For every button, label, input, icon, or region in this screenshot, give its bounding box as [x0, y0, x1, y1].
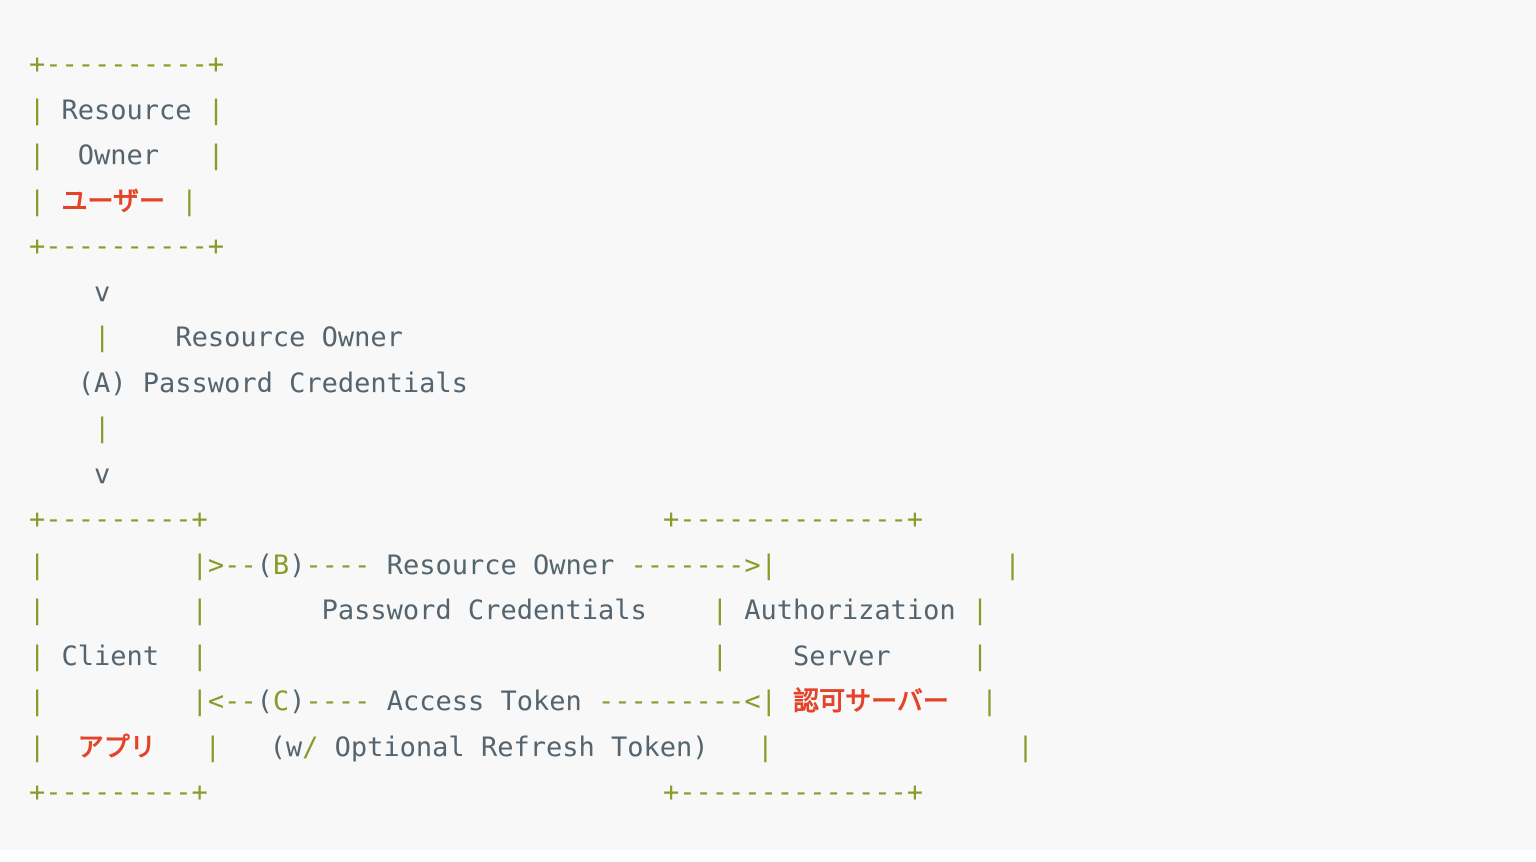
box-drawing-token: +---------+	[29, 777, 208, 808]
text-token: Resource Owner	[110, 322, 403, 353]
box-drawing-token: |	[29, 731, 46, 763]
ascii-diagram-line: | Owner |	[0, 133, 1536, 179]
box-drawing-token: |	[191, 595, 208, 626]
box-drawing-token: ---------<|	[598, 686, 777, 717]
ascii-diagram-line: | アプリ | (w/ Optional Refresh Token) | |	[0, 725, 1536, 771]
japanese-annotation: 認可サーバー	[793, 687, 949, 717]
box-drawing-token: B	[272, 549, 290, 581]
ascii-diagram-line: | ユーザー |	[0, 179, 1536, 225]
text-token	[29, 413, 94, 444]
text-token: Server	[728, 640, 972, 672]
text-token: Resource	[45, 94, 208, 126]
ascii-diagram-line: |	[0, 406, 1536, 452]
text-token	[45, 186, 61, 217]
box-drawing-token: |	[204, 731, 221, 763]
text-token: v	[29, 276, 111, 308]
text-token	[45, 686, 191, 717]
ascii-diagram-line: | Resource Owner	[0, 315, 1536, 361]
japanese-annotation: ユーザー	[61, 186, 166, 217]
ascii-diagram-line: v	[0, 452, 1536, 498]
text-token	[208, 777, 663, 808]
text-token: Owner	[45, 140, 208, 171]
ascii-diagram-line: | |<--(C)---- Access Token ---------<| 認…	[0, 679, 1536, 725]
ascii-diagram-line: +---------+ +--------------+	[0, 497, 1536, 543]
text-token	[208, 504, 663, 535]
ascii-diagram-line: (A) Password Credentials	[0, 361, 1536, 407]
ascii-diagram-line: +---------+ +--------------+	[0, 770, 1536, 816]
box-drawing-token: |	[94, 413, 111, 444]
box-drawing-token: |	[29, 185, 46, 217]
box-drawing-token: +----------+	[29, 49, 225, 80]
text-token	[45, 732, 78, 763]
box-drawing-token: +--------------+	[662, 504, 924, 535]
box-drawing-token: ----	[305, 686, 371, 717]
text-token: )	[289, 686, 306, 717]
box-drawing-token: +--------------+	[662, 777, 924, 808]
text-token	[949, 686, 982, 717]
box-drawing-token: |>--	[191, 549, 257, 581]
ascii-diagram-line: | Client | | Server |	[0, 634, 1536, 680]
text-token: Authorization	[728, 595, 972, 626]
box-drawing-token: +----------+	[29, 231, 225, 262]
ascii-diagram-line: | Resource |	[0, 88, 1536, 134]
box-drawing-token: |	[181, 185, 198, 217]
box-drawing-token: |	[29, 549, 46, 581]
text-token: (w	[220, 731, 303, 763]
text-token	[45, 595, 191, 626]
box-drawing-token: |	[1017, 731, 1034, 763]
box-drawing-token: |	[29, 686, 46, 717]
box-drawing-token: |	[711, 595, 729, 626]
text-token: Access Token	[370, 686, 599, 717]
box-drawing-token: |	[971, 595, 989, 626]
box-drawing-token: |	[207, 94, 225, 126]
text-token	[774, 732, 1018, 763]
box-drawing-token: |	[29, 140, 46, 171]
text-token: (	[256, 549, 273, 581]
text-token	[208, 641, 712, 672]
box-drawing-token: |	[757, 731, 774, 763]
ascii-diagram-line: +----------+	[0, 42, 1536, 88]
ascii-diagram-line: | |>--(B)---- Resource Owner ------->| |	[0, 543, 1536, 589]
box-drawing-token: ----	[305, 549, 371, 581]
box-drawing-token: |	[191, 640, 208, 672]
japanese-annotation: アプリ	[77, 732, 156, 763]
box-drawing-token: |	[29, 640, 46, 672]
box-drawing-token: /	[302, 731, 319, 763]
ascii-diagram-line: v	[0, 270, 1536, 316]
ascii-diagram-line: +----------+	[0, 224, 1536, 270]
text-token	[777, 686, 793, 717]
box-drawing-token: ------->|	[630, 549, 777, 581]
text-token: (	[256, 686, 273, 717]
text-token: Password Credentials	[207, 595, 712, 626]
ascii-diagram-line: | | Password Credentials | Authorization…	[0, 588, 1536, 634]
box-drawing-token: |	[1004, 549, 1021, 581]
text-token	[165, 186, 181, 217]
box-drawing-token: |	[29, 94, 46, 126]
box-drawing-token: |	[94, 322, 111, 353]
text-token: Client	[45, 640, 192, 672]
text-token: )	[289, 549, 306, 581]
text-token	[777, 550, 1005, 581]
text-token	[45, 550, 191, 581]
text-token: Resource Owner	[370, 549, 631, 581]
ascii-diagram-lines: +----------+| Resource || Owner || ユーザー …	[0, 42, 1536, 816]
text-token: Optional Refresh Token)	[318, 731, 758, 763]
box-drawing-token: C	[272, 686, 290, 717]
text-token	[156, 732, 205, 763]
box-drawing-token: |	[711, 640, 729, 672]
box-drawing-token: +---------+	[29, 504, 208, 535]
box-drawing-token: |	[207, 140, 225, 171]
box-drawing-token: |	[29, 595, 46, 626]
text-token	[29, 322, 94, 353]
text-token: v	[29, 458, 111, 490]
text-token: (A) Password Credentials	[29, 367, 468, 399]
box-drawing-token: |<--	[191, 686, 257, 717]
box-drawing-token: |	[971, 640, 989, 672]
box-drawing-token: |	[981, 686, 998, 717]
